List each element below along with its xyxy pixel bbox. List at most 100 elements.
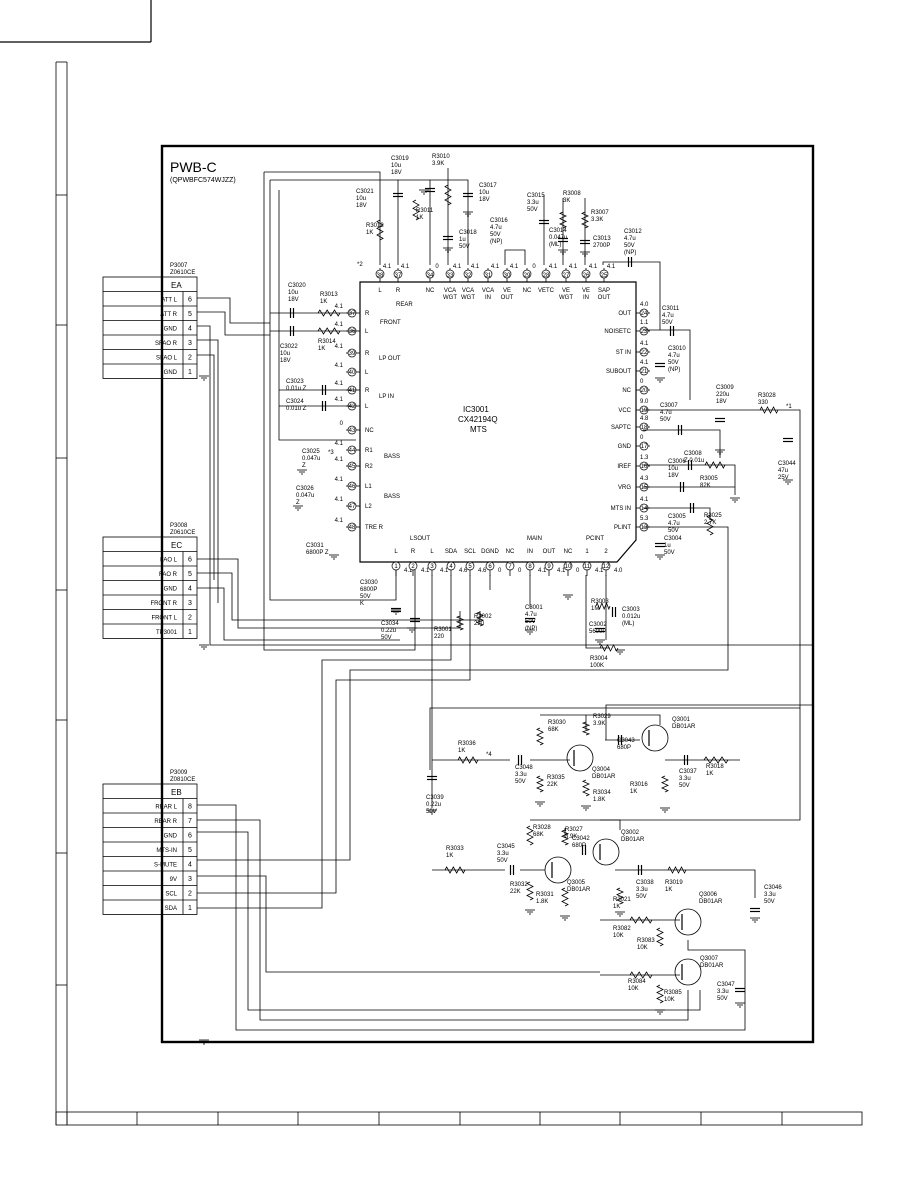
ground-symbol xyxy=(730,497,740,503)
ic-top-pin-label-2: OUT xyxy=(598,295,611,301)
component-value: 3.3u xyxy=(497,851,509,857)
component-value: 22K xyxy=(547,782,558,788)
ground-symbol xyxy=(199,644,209,650)
ic-left-pin-number: 36 xyxy=(349,329,356,335)
ic-left-pin-circle xyxy=(347,445,357,455)
component-value: 50V xyxy=(624,243,635,249)
component-value: 1K xyxy=(706,771,713,777)
component-ref: R3034 xyxy=(593,790,611,796)
component-value: 10u xyxy=(668,466,678,472)
ic-left-pin-number: 45 xyxy=(349,464,356,470)
component-value: 22K xyxy=(510,889,521,895)
ic-bottom-pin-label: 1 xyxy=(585,549,589,555)
component-value: 3.3u xyxy=(717,989,729,995)
note-mark-3: *3 xyxy=(328,450,334,456)
ic-bottom-pin-number: 8 xyxy=(528,564,532,570)
component-ref: C3013 xyxy=(593,236,611,242)
ic-bottom-pin-label: 2 xyxy=(604,549,608,555)
component-value: 0.22u xyxy=(381,628,396,634)
connector-pin-label: FAO R xyxy=(159,572,178,578)
board-part-number: (QPWBFC574WJZZ) xyxy=(170,177,236,184)
ic-right-pin-label: IREF xyxy=(617,464,631,470)
component-value: DB01AR xyxy=(672,724,696,730)
connector-pin-label: TP3001 xyxy=(156,630,178,636)
ic-left-pin-label: R1 xyxy=(365,448,373,454)
ic-bottom-pin-number: 9 xyxy=(547,564,551,570)
component-ref: C3005 xyxy=(668,514,686,520)
ground-symbol xyxy=(581,805,591,811)
ground-symbol xyxy=(199,1039,209,1045)
component-value: 3K xyxy=(563,198,570,204)
component-ref: R3018 xyxy=(706,764,724,770)
component-ref: R3027 xyxy=(565,827,583,833)
ic-left-pin-label: L xyxy=(365,370,369,376)
ic-left-pin-number: 42 xyxy=(349,404,356,410)
ic-left-pin-circle xyxy=(347,367,357,377)
component-value: 50V xyxy=(490,232,501,238)
ic-left-pin-label: R xyxy=(365,388,370,394)
ic-right-pin-voltage: 1.1 xyxy=(640,320,649,326)
ic-group-main: MAIN xyxy=(527,536,542,542)
ground-symbol xyxy=(783,479,793,485)
ic-right-pin-number: 22 xyxy=(641,350,648,356)
component-ref: R3028 xyxy=(533,825,551,831)
ic-bottom-pin-voltage: 4.1 xyxy=(421,568,430,574)
component-ref: C3043 xyxy=(617,738,635,744)
connector-pin-number: 1 xyxy=(188,905,192,912)
component-value: 4.7u xyxy=(525,612,537,618)
component-value: 1K xyxy=(613,904,620,910)
ic-bottom-pin-label: R xyxy=(411,549,416,555)
component-value: 10K xyxy=(664,997,675,1003)
ic-top-pin-voltage: 4.1 xyxy=(453,264,462,270)
ic-bottom-pin-circle xyxy=(525,561,535,571)
ic-bottom-pin-voltage: 4.1 xyxy=(557,568,566,574)
component-value: 10K xyxy=(637,945,648,951)
component-value: 50V xyxy=(764,899,775,905)
component-value: 1K xyxy=(665,887,672,893)
ic-top-pin-label: L xyxy=(378,288,382,294)
component-ref: R3013 xyxy=(320,292,338,298)
ic-top-pin-voltage: 4.1 xyxy=(589,264,598,270)
ic-left-pin-label: L2 xyxy=(365,504,372,510)
ic-bottom-pin-voltage: 0 xyxy=(576,568,580,574)
component-ref: C3015 xyxy=(527,193,545,199)
connector-pin-label: ATT L xyxy=(161,298,177,304)
ic-right-pin-circle xyxy=(639,366,649,376)
ic-top-pin-label-2: WGT xyxy=(461,295,475,301)
ic-right-pin-voltage: 4.1 xyxy=(640,360,649,366)
component-ref: C3008 xyxy=(684,451,702,457)
ic-left-pin-number: 41 xyxy=(349,388,356,394)
ic-right-pin-voltage: 4.0 xyxy=(640,302,649,308)
ic-top-pin-voltage: 0 xyxy=(435,264,439,270)
ic-bottom-pin-voltage: 4.1 xyxy=(595,568,604,574)
component-ref: R3032 xyxy=(510,882,528,888)
connector-ref: P3008 xyxy=(170,523,188,529)
component-value: Z xyxy=(296,500,300,506)
component-ref: C3021 xyxy=(356,189,374,195)
component-value: 4.7u xyxy=(624,236,636,242)
ic-top-pin-label: VE xyxy=(503,288,511,294)
ic-right-pin-voltage: 4.1 xyxy=(640,497,649,503)
ic-top-pin-label-2: WGT xyxy=(559,295,573,301)
connector-name: EC xyxy=(171,541,182,550)
ic-ref: IC3001 xyxy=(463,405,489,414)
ic-left-pin-number: 47 xyxy=(349,504,356,510)
ic-bottom-pin-label: SCL xyxy=(464,549,476,555)
board-frame xyxy=(160,144,815,1044)
component-value: 1u xyxy=(664,543,671,549)
ic-group-lpout: LP OUT xyxy=(379,356,401,362)
component-value: (NP) xyxy=(490,239,502,245)
